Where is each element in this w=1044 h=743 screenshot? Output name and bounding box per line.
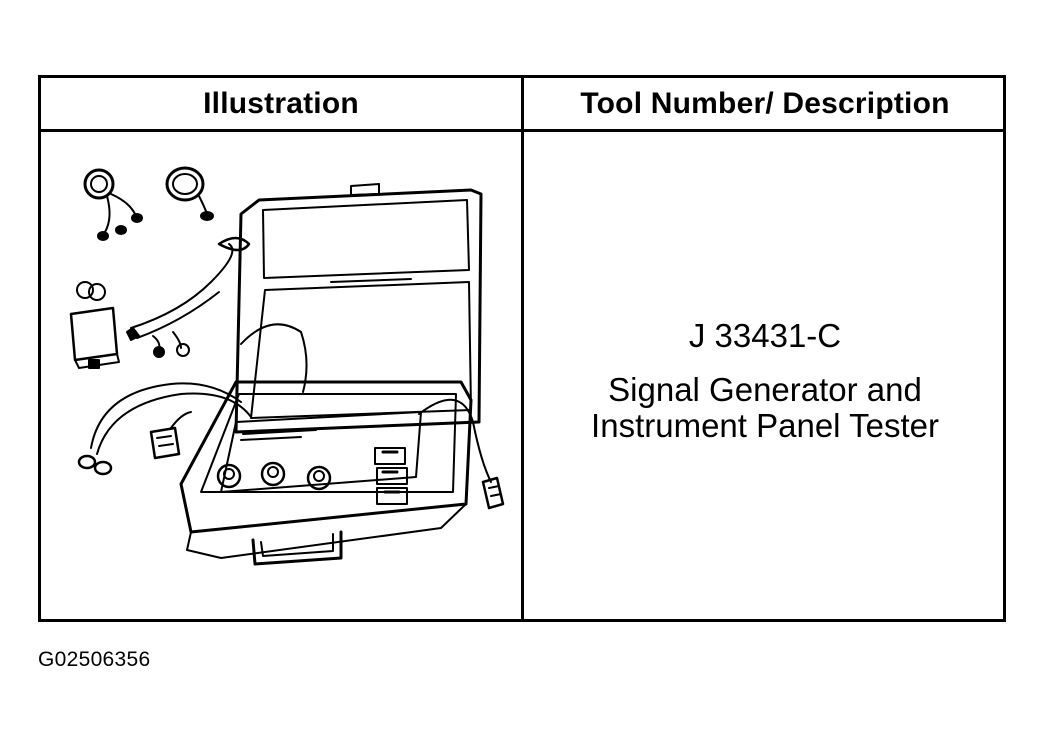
tool-number: J 33431-C — [688, 317, 842, 354]
illustration-cell — [41, 132, 521, 619]
adapter-box — [69, 281, 120, 369]
tool-table: Illustration Tool Number/ Description — [38, 75, 1006, 622]
case-base — [179, 380, 473, 566]
cable-coils — [83, 166, 214, 241]
harness-cables — [77, 236, 505, 510]
tool-description-line-2: Instrument Panel Tester — [591, 407, 939, 444]
control-knobs — [216, 461, 332, 491]
description-cell: J 33431-C Signal Generator and Instrumen… — [524, 132, 1006, 619]
header-tool-description: Tool Number/ Description — [580, 86, 950, 120]
header-illustration: Illustration — [203, 86, 359, 120]
tester-kit-illustration — [69, 166, 505, 566]
column-divider — [521, 78, 524, 619]
tool-description-line-1: Signal Generator and — [608, 371, 922, 408]
switch-block — [374, 447, 408, 505]
figure-id: G02506356 — [38, 648, 151, 671]
